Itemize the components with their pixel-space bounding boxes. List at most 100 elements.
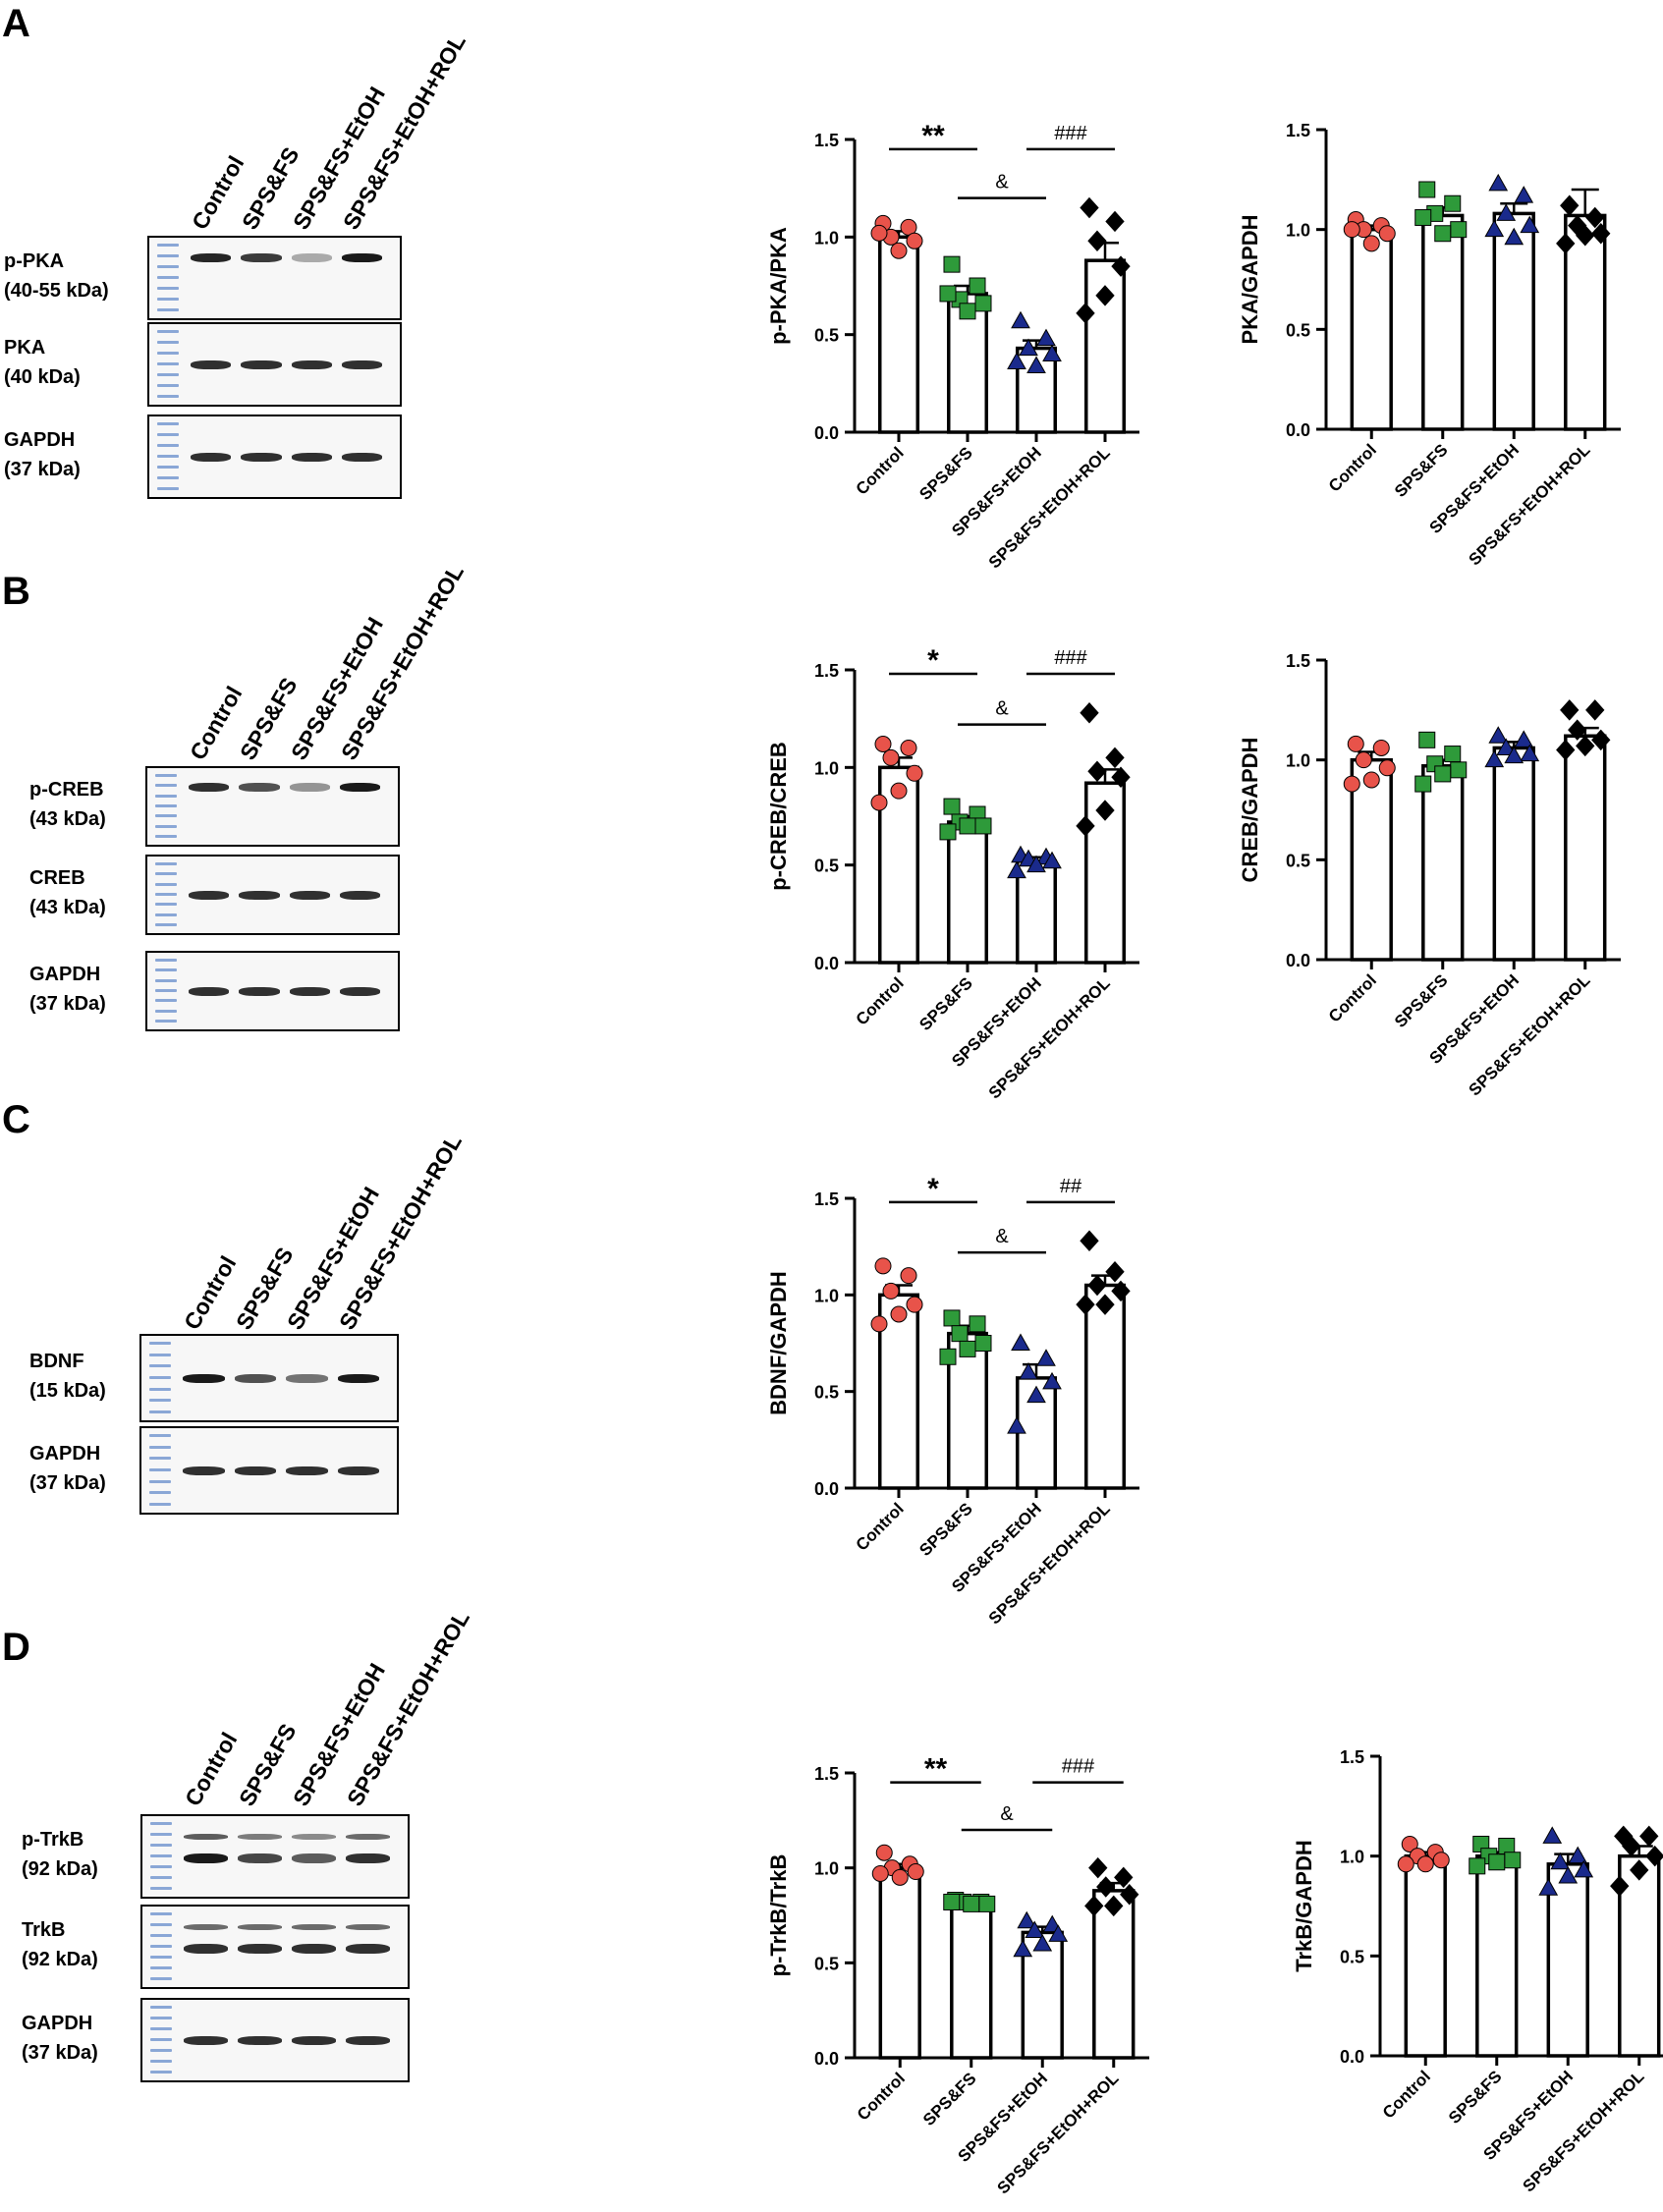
protein-band bbox=[191, 253, 232, 262]
data-point bbox=[882, 228, 900, 246]
ladder-mark bbox=[149, 1468, 171, 1471]
ladder-mark bbox=[149, 1445, 171, 1449]
x-tick-label: SPS&FS+EtOH bbox=[1425, 440, 1523, 537]
data-point bbox=[1011, 845, 1030, 863]
western-blot-image bbox=[145, 766, 400, 847]
data-point bbox=[1111, 255, 1131, 277]
blot-molecular-weight: (37 kDa) bbox=[29, 993, 106, 1015]
blot-molecular-weight: (92 kDa) bbox=[22, 1949, 98, 1970]
bar bbox=[1421, 764, 1465, 962]
data-point bbox=[1568, 719, 1587, 741]
ladder-mark bbox=[157, 373, 179, 376]
data-point bbox=[1504, 1852, 1522, 1869]
blot-molecular-weight: (92 kDa) bbox=[22, 1858, 98, 1880]
protein-band bbox=[292, 1853, 336, 1863]
ladder-mark bbox=[157, 341, 179, 344]
data-point bbox=[1076, 1294, 1095, 1315]
protein-band bbox=[184, 1853, 228, 1863]
data-point bbox=[900, 218, 917, 236]
x-tick-label: SPS&FS bbox=[915, 443, 976, 504]
ladder-mark bbox=[157, 330, 179, 333]
data-point bbox=[890, 782, 908, 800]
y-axis-label: TrkB/GAPDH bbox=[1292, 1840, 1316, 1971]
protein-ladder bbox=[150, 2006, 172, 2074]
lane-label: Control bbox=[180, 1728, 243, 1810]
data-point bbox=[1036, 847, 1056, 865]
protein-band bbox=[241, 359, 282, 369]
data-point bbox=[1434, 225, 1452, 243]
ladder-mark bbox=[149, 1376, 171, 1379]
protein-band bbox=[184, 1833, 228, 1840]
blot-molecular-weight: (43 kDa) bbox=[29, 897, 106, 918]
blot-label: p-TrkB(92 kDa) bbox=[22, 1825, 98, 1884]
y-tick-label: 0.5 bbox=[1286, 851, 1310, 870]
ladder-mark bbox=[157, 276, 179, 279]
data-point bbox=[1114, 1866, 1134, 1889]
data-point bbox=[939, 823, 957, 841]
western-blot-image bbox=[140, 1905, 410, 1989]
data-point bbox=[1007, 860, 1026, 879]
ladder-mark bbox=[157, 466, 179, 469]
significance-marker: & bbox=[995, 698, 1009, 720]
panel-letter-b: B bbox=[2, 570, 30, 613]
data-point bbox=[1568, 1846, 1588, 1864]
data-point bbox=[959, 1340, 976, 1357]
protein-band bbox=[184, 1923, 228, 1930]
x-tick-label: Control bbox=[853, 443, 908, 498]
blot-molecular-weight: (40 kDa) bbox=[4, 366, 81, 388]
data-point bbox=[1426, 204, 1444, 222]
ladder-mark bbox=[157, 433, 179, 436]
data-point bbox=[1504, 227, 1524, 246]
data-point bbox=[1111, 766, 1131, 789]
y-tick-label: 1.0 bbox=[1286, 221, 1310, 241]
data-point bbox=[1426, 1844, 1444, 1861]
significance-marker: * bbox=[927, 644, 939, 677]
bar bbox=[947, 292, 988, 434]
protein-band bbox=[289, 986, 330, 996]
ladder-mark bbox=[157, 308, 179, 311]
western-blot-image bbox=[139, 1334, 399, 1422]
protein-band bbox=[189, 783, 230, 792]
data-point bbox=[1576, 225, 1595, 247]
y-tick-label: 1.5 bbox=[814, 1764, 839, 1784]
protein-band bbox=[339, 986, 380, 996]
x-tick-label: SPS&FS+EtOH+ROL bbox=[1520, 2067, 1648, 2195]
protein-band bbox=[239, 783, 280, 792]
y-axis-label: p-TrkB/TrkB bbox=[766, 1854, 791, 1977]
protein-band bbox=[238, 1923, 282, 1930]
x-tick-label: SPS&FS bbox=[915, 973, 976, 1034]
ladder-mark bbox=[150, 1854, 172, 1857]
protein-band bbox=[341, 253, 382, 262]
ladder-mark bbox=[150, 1956, 172, 1959]
data-point bbox=[1347, 735, 1364, 752]
data-point bbox=[947, 1892, 965, 1909]
protein-band bbox=[289, 890, 330, 900]
data-point bbox=[875, 1844, 893, 1861]
y-axis-label: p-PKA/PKA bbox=[766, 227, 791, 345]
data-point bbox=[1574, 1859, 1594, 1878]
data-point bbox=[1011, 310, 1030, 329]
data-point bbox=[1104, 1895, 1124, 1917]
blot-label: GAPDH(37 kDa) bbox=[29, 960, 106, 1019]
protein-band bbox=[291, 452, 332, 462]
significance-marker: & bbox=[1000, 1803, 1014, 1825]
data-point bbox=[974, 295, 992, 312]
blot-molecular-weight: (37 kDa) bbox=[29, 1472, 106, 1494]
y-tick-label: 1.0 bbox=[1340, 1848, 1364, 1867]
bar bbox=[1084, 258, 1126, 434]
data-point bbox=[870, 224, 888, 242]
data-point bbox=[1444, 194, 1462, 212]
y-tick-label: 1.0 bbox=[814, 1859, 839, 1879]
data-point bbox=[890, 242, 908, 259]
data-point bbox=[943, 1893, 961, 1910]
data-point bbox=[1084, 1895, 1104, 1917]
western-blot-image bbox=[147, 322, 402, 407]
ladder-mark bbox=[157, 395, 179, 398]
protein-band bbox=[346, 1853, 390, 1863]
blot-label: BDNF(15 kDa) bbox=[29, 1347, 106, 1406]
ladder-mark bbox=[155, 912, 177, 916]
ladder-mark bbox=[150, 1822, 172, 1825]
data-point bbox=[1488, 1853, 1506, 1871]
ladder-mark bbox=[157, 362, 179, 365]
data-point bbox=[1496, 203, 1517, 221]
